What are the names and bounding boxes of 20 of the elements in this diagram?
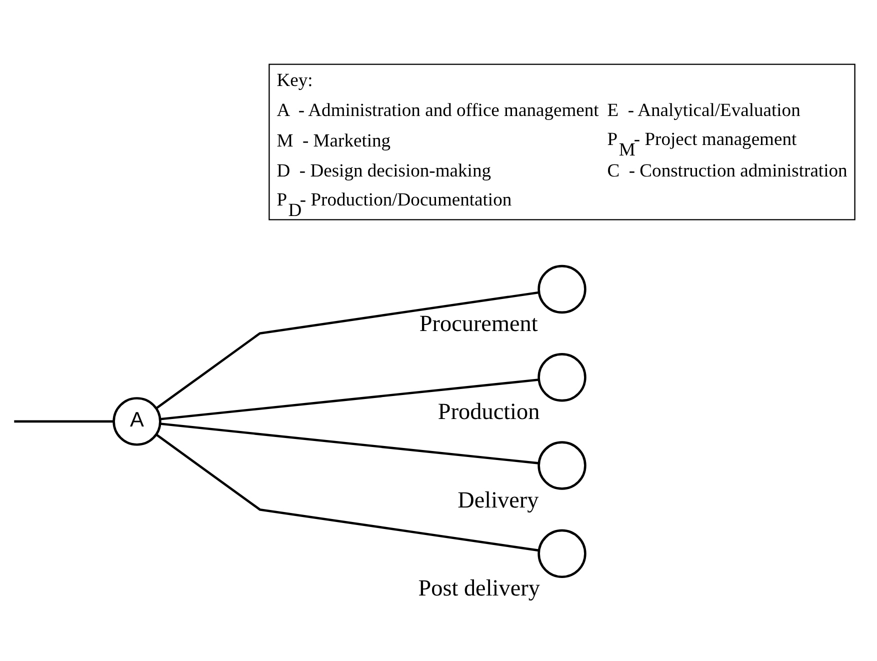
node-label: Post delivery (418, 574, 540, 601)
connector (160, 422, 539, 464)
label: Key: (276, 70, 313, 91)
node-circle (538, 352, 586, 402)
connector (156, 290, 539, 408)
connector (160, 378, 539, 420)
label: E - Analytical/Evaluation (607, 100, 800, 121)
connector (14, 420, 114, 422)
connector (156, 433, 539, 552)
node-circle (538, 440, 586, 490)
node-circle (538, 528, 586, 578)
node-circle: A (112, 396, 162, 446)
label: M - Marketing (276, 130, 391, 151)
label: D - Design decision-making (276, 160, 492, 182)
node-label: Production (438, 398, 540, 425)
node-label: Delivery (458, 486, 539, 513)
node-label: Procurement (419, 310, 538, 336)
label: C - Construction administration (607, 160, 848, 182)
label: A - Administration and office management (276, 100, 599, 121)
node-circle (538, 264, 586, 314)
